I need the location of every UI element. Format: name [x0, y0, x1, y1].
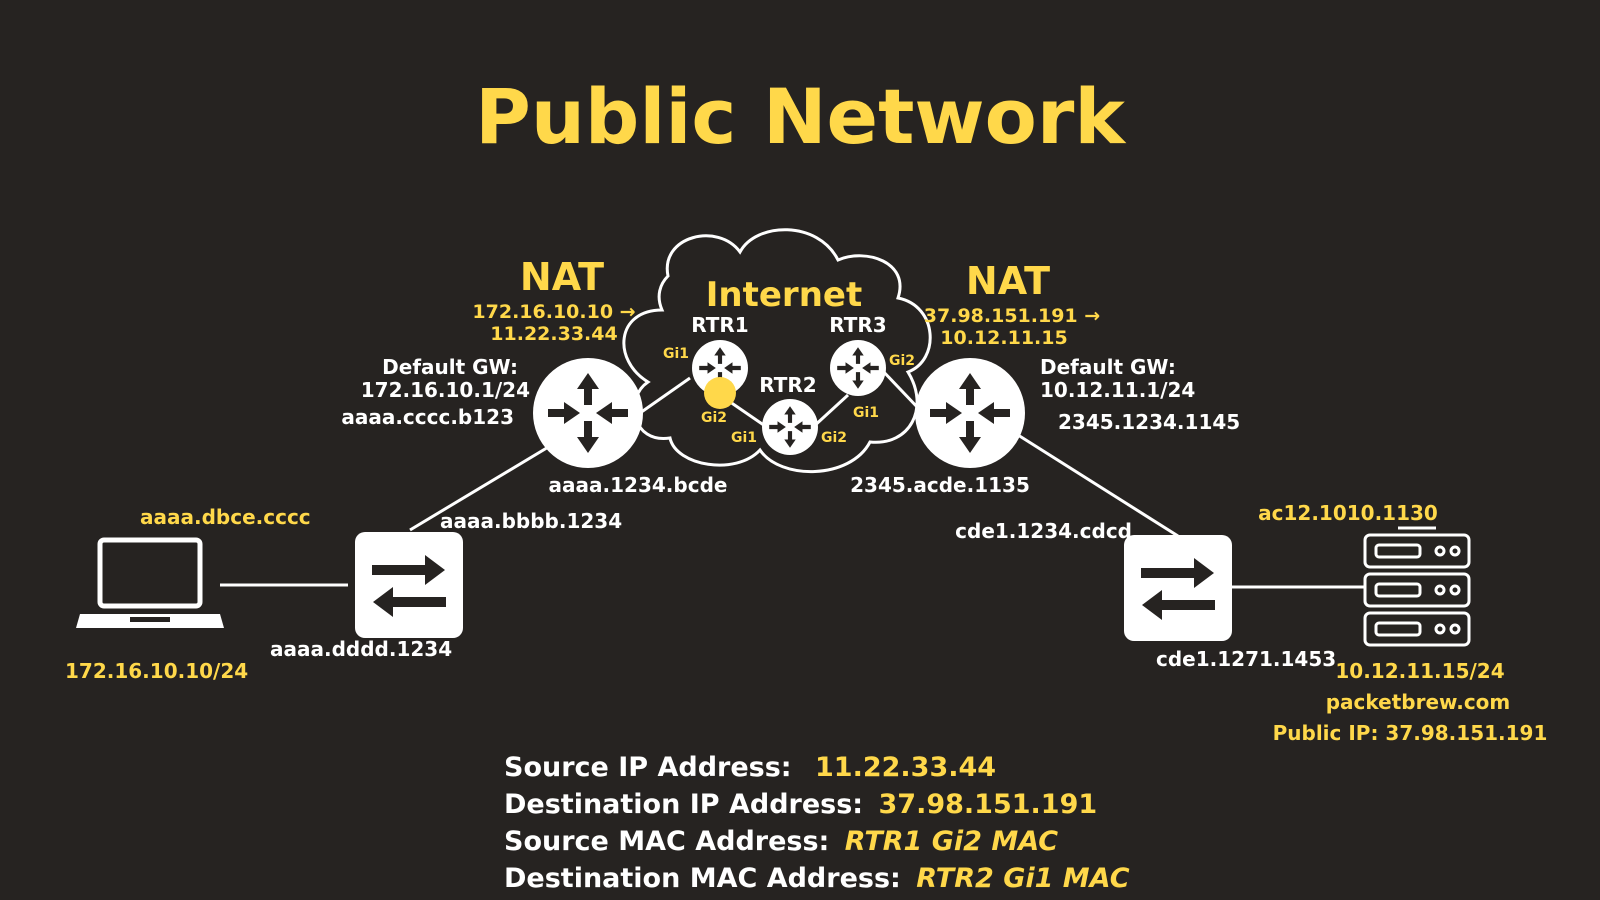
rtr2-gi1-label: Gi1: [731, 430, 757, 446]
rtr1-gi2-marker: [704, 377, 736, 409]
dst-mac-label: Destination MAC Address:: [504, 863, 901, 894]
dst-ip-value: 37.98.151.191: [879, 789, 1098, 820]
rtr2-gi2-label: Gi2: [821, 430, 847, 446]
switch-icon: [1141, 558, 1215, 620]
internet-label: Internet: [706, 275, 862, 315]
svg-text:Source MAC Address: RTR1: Source MAC Address: RTR1 Gi2 MAC: [504, 826, 1058, 857]
right-gw-label: Default GW:: [1040, 355, 1176, 379]
rtr3-label: RTR3: [829, 313, 886, 337]
links: [220, 366, 1365, 589]
svg-text:Destination IP Address:: Destination IP Address: 37.98.151.191: [504, 789, 1097, 820]
left-nat-title: NAT: [520, 255, 604, 299]
switch-icon: [372, 555, 446, 617]
server-hostname: packetbrew.com: [1326, 690, 1511, 714]
left-nat-line2: 11.22.33.44: [490, 323, 617, 345]
server-ip: 10.12.11.15/24: [1335, 659, 1504, 683]
left-router-body: [533, 358, 643, 468]
link-router-left-rtr1: [639, 376, 691, 415]
laptop-ip: 172.16.10.10/24: [65, 659, 248, 683]
server[interactable]: [1363, 526, 1471, 647]
rtr3-gi1-label: Gi1: [853, 405, 879, 421]
packet-info: Source IP Address: 11.22.33.44 Destinati…: [504, 752, 1130, 894]
rtr3[interactable]: [830, 340, 886, 396]
left-switch[interactable]: [355, 532, 463, 638]
link-rtr2-rtr3: [810, 393, 850, 430]
laptop-icon: [76, 537, 224, 628]
rtr1-gi1-label: Gi1: [663, 346, 689, 362]
src-mac-label: Source MAC Address:: [504, 826, 829, 857]
right-nat-title: NAT: [966, 259, 1050, 303]
src-ip-label: Source IP Address:: [504, 752, 792, 783]
server-icon: [1363, 526, 1471, 647]
left-gw-label: Default GW:: [382, 355, 518, 379]
dst-mac-value: RTR2 Gi1 MAC: [916, 863, 1130, 894]
svg-text:Source IP Address: 11.22: Source IP Address: 11.22.33.44: [504, 752, 996, 783]
right-switch-mac-bottom: cde1.1271.1453: [1156, 647, 1336, 671]
server-public-ip: Public IP: 37.98.151.191: [1273, 721, 1548, 745]
left-switch-body: [355, 532, 463, 638]
laptop-mac: aaaa.dbce.cccc: [140, 505, 311, 529]
link-switch-router-left: [409, 438, 561, 532]
rtr2-label: RTR2: [759, 373, 816, 397]
svg-text:Destination MAC Address:: Destination MAC Address: RTR2 Gi1 MAC: [504, 863, 1130, 894]
rtr2-body: [762, 399, 818, 455]
internet-cloud: [622, 228, 932, 474]
left-router[interactable]: [533, 358, 643, 468]
right-nat-line1: 37.98.151.191 →: [924, 305, 1100, 327]
link-rtr3-router-right: [878, 366, 922, 412]
left-router-mac-inside: aaaa.cccc.b123: [341, 405, 514, 429]
page-title: Public Network: [475, 72, 1126, 161]
right-router-mac-inside: 2345.1234.1145: [1058, 410, 1240, 434]
src-ip-value: 11.22.33.44: [815, 752, 996, 783]
left-nat-line1: 172.16.10.10 →: [472, 301, 635, 323]
left-switch-mac-bottom: aaaa.dddd.1234: [270, 637, 452, 661]
left-switch-mac-top: aaaa.bbbb.1234: [440, 509, 622, 533]
right-switch-body: [1124, 535, 1232, 641]
rtr1-gi2-label: Gi2: [701, 410, 727, 426]
rtr3-body: [830, 340, 886, 396]
right-switch-mac-top: cde1.1234.cdcd: [955, 519, 1132, 543]
dst-ip-label: Destination IP Address:: [504, 789, 863, 820]
right-nat-line2: 10.12.11.15: [940, 327, 1067, 349]
right-gw-ip: 10.12.11.1/24: [1040, 378, 1195, 402]
server-mac: ac12.1010.1130: [1258, 501, 1438, 525]
right-switch[interactable]: [1124, 535, 1232, 641]
rtr2[interactable]: [762, 399, 818, 455]
link-router-right-switch: [1009, 428, 1179, 538]
src-mac-value: RTR1 Gi2 MAC: [845, 826, 1059, 857]
right-router-body: [915, 358, 1025, 468]
right-router[interactable]: [915, 358, 1025, 468]
left-gw-ip: 172.16.10.1/24: [361, 378, 530, 402]
rtr1-label: RTR1: [691, 313, 748, 337]
left-router-mac-outside: aaaa.1234.bcde: [549, 473, 728, 497]
rtr3-gi2-label: Gi2: [889, 353, 915, 369]
laptop[interactable]: [76, 537, 224, 628]
right-router-mac-outside: 2345.acde.1135: [850, 473, 1030, 497]
rtr1-body: [692, 340, 748, 396]
rtr1[interactable]: [692, 340, 748, 396]
